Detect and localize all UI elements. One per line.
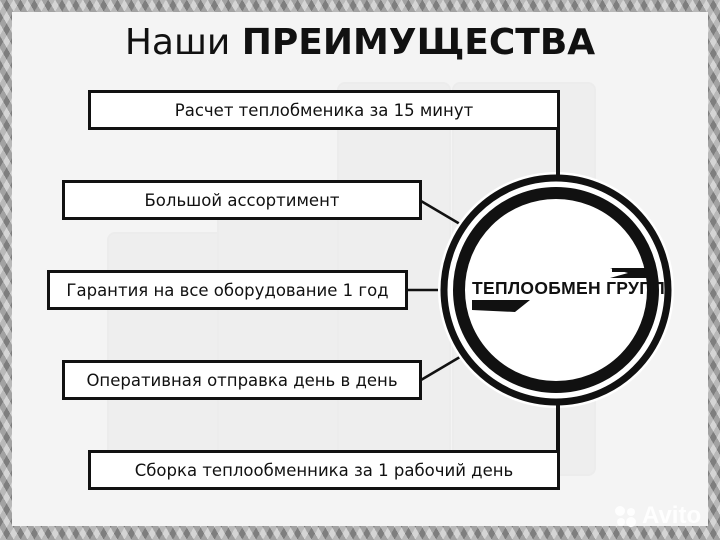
- advantage-item: Сборка теплообменника за 1 рабочий день: [88, 450, 560, 490]
- connector-line: [420, 352, 466, 382]
- advantage-item: Гарантия на все оборудование 1 год: [47, 270, 408, 310]
- avito-dots-icon: [615, 506, 636, 527]
- connector-bottom-stub: [556, 405, 560, 450]
- heat-exchanger-photo: [217, 212, 341, 476]
- title-bold: ПРЕИМУЩЕСТВА: [241, 22, 596, 63]
- logo-inner-ring: [453, 187, 659, 393]
- title-light: Наши: [124, 22, 242, 63]
- logo-arrow-tip-icon: [612, 268, 635, 272]
- advantage-item: Большой ассортимент: [62, 180, 422, 220]
- watermark-text: Avito: [642, 502, 702, 529]
- page-title: Наши ПРЕИМУЩЕСТВА: [0, 22, 720, 63]
- logo-outer-ring: [440, 174, 672, 406]
- logo-text: ТЕПЛООБМЕН ГРУПП: [472, 278, 665, 298]
- logo-arrow-left-icon: [472, 300, 530, 312]
- advantage-item: Расчет теплобменика за 15 минут: [88, 90, 560, 130]
- connector-line: [420, 199, 466, 229]
- advantage-item: Оперативная отправка день в день: [62, 360, 422, 400]
- watermark: Avito: [612, 500, 712, 532]
- connector-top-stub: [556, 130, 560, 175]
